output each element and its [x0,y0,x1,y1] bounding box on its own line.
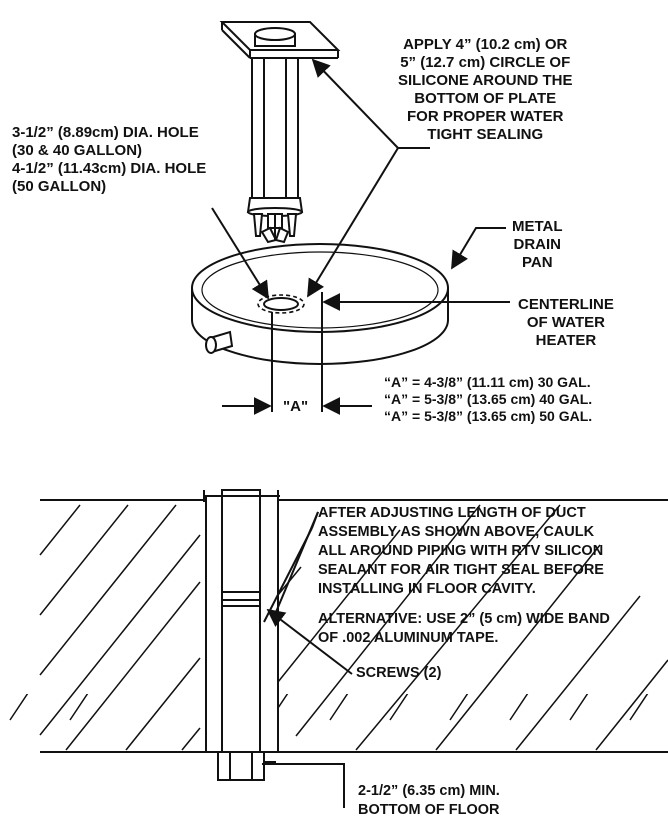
min-note-line: BOTTOM OF FLOOR [358,802,500,818]
centerline-line: HEATER [535,332,597,349]
centerline-label: CENTERLINE OF WATER HEATER [518,296,614,350]
hole-note-line: 4-1/2” (11.43cm) DIA. HOLE [12,160,207,177]
drain-pan-line: DRAIN [513,236,562,253]
alt-note-line: ALTERNATIVE: USE 2” (5 cm) WIDE BAND [318,611,610,627]
alt-note-line: OF .002 ALUMINUM TAPE. [318,630,499,646]
hole-diameter-label: 3-1/2” (8.89cm) DIA. HOLE (30 & 40 GALLO… [12,124,206,196]
vent-pipe [251,57,299,199]
hole-note-line: 3-1/2” (8.89cm) DIA. HOLE [12,124,199,141]
drain-pan-line: PAN [521,254,553,271]
silicone-note-line: SILICONE AROUND THE [398,72,573,89]
floor-section [40,499,668,753]
silicone-note-line: BOTTOM OF PLATE [414,90,557,107]
silicone-instruction-label: APPLY 4” (10.2 cm) OR 5” (12.7 cm) CIRCL… [398,36,572,144]
centerline-line: CENTERLINE [518,296,614,313]
floor-hatching [39,504,668,751]
dimension-a-label: "A" [283,398,309,415]
pan-hole [257,294,305,314]
screws-label: SCREWS (2) [356,665,442,681]
silicone-note-line: 5” (12.7 cm) CIRCLE OF [400,54,571,71]
dimension-a-row: “A” = 4-3/8” (11.11 cm) 30 GAL. [384,374,591,390]
min-note-line: 2-1/2” (6.35 cm) MIN. [358,783,500,799]
silicone-note-line: APPLY 4” (10.2 cm) OR [403,36,568,53]
vent-collar [254,27,296,47]
pipe-fingers [252,213,298,244]
alternative-label: ALTERNATIVE: USE 2” (5 cm) WIDE BAND OF … [318,610,610,648]
drain-pan-line: METAL [512,218,563,235]
min-clearance-label: 2-1/2” (6.35 cm) MIN. BOTTOM OF FLOOR [358,782,500,820]
dimension-a-row: “A” = 5-3/8” (13.65 cm) 40 GAL. [384,391,593,407]
leader-lines-bottom [262,511,353,808]
caulk-note-line: INSTALLING IN FLOOR CAVITY. [318,581,536,597]
centerline-line: OF WATER [526,314,605,331]
dimension-a-row: “A” = 5-3/8” (13.65 cm) 50 GAL. [384,408,593,424]
leader-lines-top [211,58,510,412]
caulk-note-line: ASSEMBLY AS SHOWN ABOVE, CAULK [318,524,595,540]
dimension-a-table: “A” = 4-3/8” (11.11 cm) 30 GAL. “A” = 5-… [384,374,592,425]
caulk-note-line: SEALANT FOR AIR TIGHT SEAL BEFORE [318,562,604,578]
silicone-note-line: TIGHT SEALING [427,126,544,143]
silicone-note-line: FOR PROPER WATER [407,108,564,125]
hole-note-line: (50 GALLON) [12,178,107,195]
caulk-note-line: AFTER ADJUSTING LENGTH OF DUCT [318,505,586,521]
caulk-note-line: ALL AROUND PIPING WITH RTV SILICON [318,543,604,559]
drain-pan-label: METAL DRAIN PAN [512,218,563,272]
pan-drain-fitting [205,330,234,354]
caulk-instruction-label: AFTER ADJUSTING LENGTH OF DUCT ASSEMBLY … [318,504,604,599]
duct-bottom-fitting [217,751,276,781]
hole-note-line: (30 & 40 GALLON) [12,142,143,159]
